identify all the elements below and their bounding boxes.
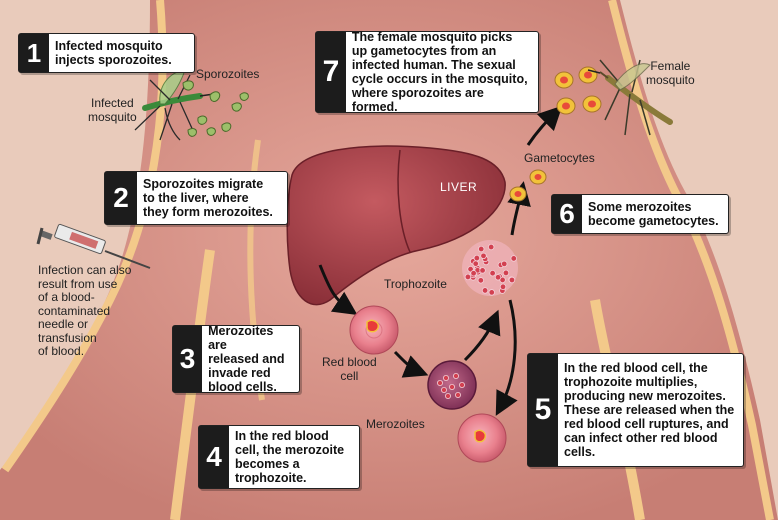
step-number: 4: [199, 426, 229, 488]
merozoite-dot: [470, 270, 477, 277]
syringe-icon: [36, 223, 151, 269]
step-number: 5: [528, 354, 558, 466]
merozoite-dot: [444, 392, 451, 399]
merozoite-dot: [487, 243, 495, 251]
trophozoite-parasite: [366, 319, 380, 333]
step-text: Some merozoites become gametocytes.: [588, 200, 719, 228]
merozoite-dot: [436, 379, 443, 386]
arrow-reinfect: [495, 299, 518, 416]
merozoite-dot: [440, 386, 447, 393]
needle-note: Infection can also result from use of a …: [38, 263, 132, 358]
liver-shape: [286, 145, 506, 306]
merozoite-dot: [508, 276, 516, 284]
merozoite-dot: [452, 372, 459, 379]
merozoite-dot: [477, 277, 485, 284]
step-text: Sporozoites migrate to the liver, where …: [143, 177, 273, 219]
merozoite-dot: [499, 283, 507, 290]
female-mosquito-icon: [587, 59, 673, 136]
merozoite-dot: [510, 255, 517, 262]
gametocyte-1-core: [514, 191, 522, 197]
merozoite-dot: [458, 381, 465, 388]
step-text: In the red blood cell, the merozoite bec…: [235, 429, 345, 485]
step-number: 3: [173, 326, 203, 392]
merozoite-dot: [480, 252, 487, 260]
gametocyte-2-core: [534, 174, 542, 180]
sporozoites-icons: [182, 80, 249, 137]
red-blood-cell-label: Red blood cell: [322, 355, 377, 383]
merozoite-dot: [501, 260, 508, 268]
merozoite-dot: [478, 245, 485, 253]
merozoite-dot: [464, 273, 472, 281]
merozoite-dot: [481, 287, 489, 294]
step-number: 1: [19, 34, 49, 72]
sporozoites-label: Sporozoites: [196, 67, 260, 81]
merozoite-dot: [479, 267, 486, 274]
step-text: Infected mosquito injects sporozoites.: [55, 39, 172, 67]
step-2-box: 2 Sporozoites migrate to the liver, wher…: [104, 171, 288, 225]
liver-label: LIVER: [440, 180, 478, 194]
liver-lobe-line: [397, 149, 411, 253]
step-1-box: 1 Infected mosquito injects sporozoites.: [18, 33, 195, 73]
step-number: 6: [552, 195, 582, 233]
merozoite-dot: [502, 269, 510, 277]
step-number: 2: [105, 172, 137, 224]
step-text: In the red blood cell, the trophozoite m…: [564, 361, 735, 459]
merozoite-dot: [488, 289, 495, 296]
arrow-merozoites-to-rupture: [463, 309, 501, 362]
merozoite-dot: [473, 254, 481, 262]
arrow-liver-to-rbc: [318, 264, 358, 315]
merozoite-dot: [448, 383, 455, 390]
gametocytes-label: Gametocytes: [524, 151, 595, 165]
step-number: 7: [316, 32, 346, 112]
arrow-to-mosquito: [526, 105, 563, 146]
merozoites-label: Merozoites: [366, 417, 425, 431]
merozoite-dot: [454, 391, 461, 398]
new-trophozoite: [474, 429, 487, 443]
infected-mosquito-label: Infected mosquito: [88, 96, 137, 124]
step-text: The female mosquito picks up gametocytes…: [351, 30, 528, 114]
trophozoite-label: Trophozoite: [384, 277, 447, 291]
merozoite-dot: [472, 260, 479, 267]
mosquito-gametocytes: [554, 66, 602, 115]
merozoite-dot: [489, 270, 496, 277]
step-text: Merozoites are released and invade red b…: [208, 324, 285, 394]
step-4-box: 4 In the red blood cell, the merozoite b…: [198, 425, 360, 489]
step-5-box: 5 In the red blood cell, the trophozoite…: [527, 353, 744, 467]
arrow-rbc-to-merozoites: [393, 350, 429, 378]
merozoite-dot: [442, 374, 449, 381]
step-6-box: 6 Some merozoites become gametocytes.: [551, 194, 729, 234]
step-3-box: 3 Merozoites are released and invade red…: [172, 324, 300, 394]
merozoite-dot: [494, 274, 502, 281]
step-7-box: 7 The female mosquito picks up gametocyt…: [315, 30, 539, 114]
female-mosquito-label: Female mosquito: [646, 59, 695, 87]
